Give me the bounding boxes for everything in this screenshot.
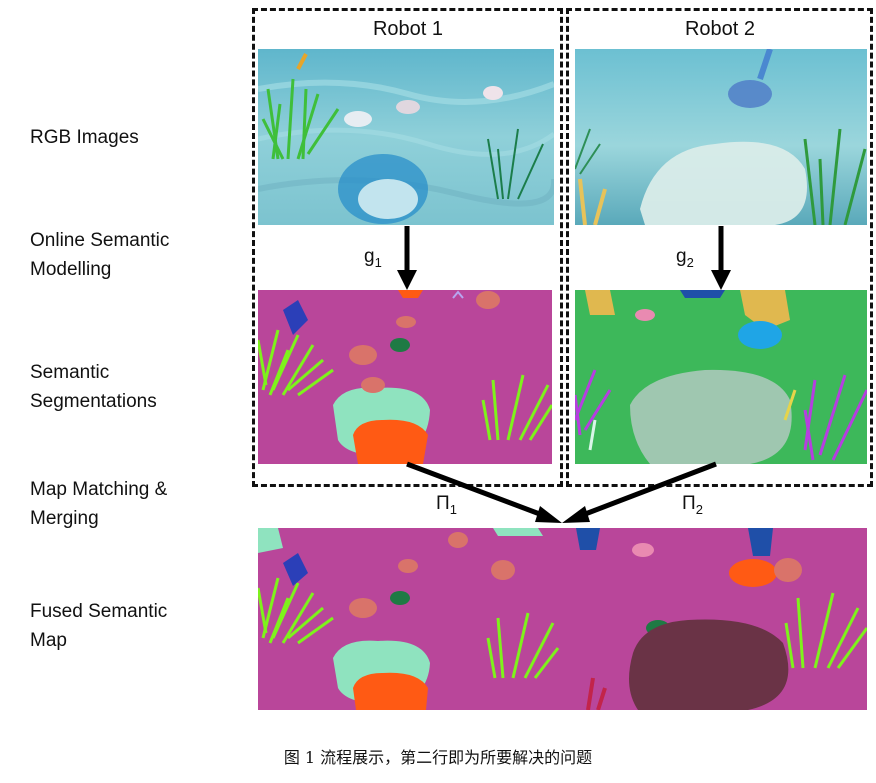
op-subscript: 1 [449,501,457,517]
robot-1-title: Robot 1 [372,18,444,40]
op-symbol: g [364,246,375,267]
robot-1-segmentation [258,290,552,464]
row-label-semantic-segmentations: Semantic Segmentations [30,358,157,416]
figure-caption: 图 1 流程展示，第二行即为所要解决的问题 [283,748,593,767]
row-label-line: Online Semantic [30,230,170,251]
op-subscript: 2 [686,254,694,270]
arrow-pi1 [406,461,562,523]
op-subscript: 2 [695,501,703,517]
modelling-op-robot-1: g1 [364,246,382,270]
row-label-line: Segmentations [30,391,157,412]
row-label-line: Map Matching & [30,479,168,500]
op-subscript: 1 [374,254,382,270]
robot-1-box [252,8,563,487]
arrow-g2 [711,226,731,290]
row-label-line: Semantic [30,362,110,383]
robot-2-title: Robot 2 [684,18,756,40]
row-label-map-matching-merging: Map Matching & Merging [30,475,167,533]
merge-op-robot-2: Π2 [682,493,703,517]
row-label-line: Fused Semantic [30,601,168,622]
row-label-line: Merging [30,508,99,529]
op-symbol: Π [682,493,696,514]
op-symbol: g [676,246,687,267]
fused-semantic-map [258,528,867,710]
row-label-fused-semantic-map: Fused Semantic Map [30,597,167,655]
row-label-line: Map [30,630,67,651]
op-symbol: Π [436,493,450,514]
robot-2-segmentation [575,290,867,464]
modelling-op-robot-2: g2 [676,246,694,270]
row-label-rgb-images: RGB Images [30,123,139,152]
arrow-pi2 [562,461,717,523]
merge-op-robot-1: Π1 [436,493,457,517]
robot-2-rgb-image [575,49,867,225]
row-label-line: Modelling [30,259,112,280]
arrow-g1 [397,226,417,290]
row-label-line: RGB Images [30,127,139,148]
row-label-online-semantic-modelling: Online Semantic Modelling [30,226,169,284]
robot-2-box [566,8,873,487]
robot-1-rgb-image [258,49,554,225]
